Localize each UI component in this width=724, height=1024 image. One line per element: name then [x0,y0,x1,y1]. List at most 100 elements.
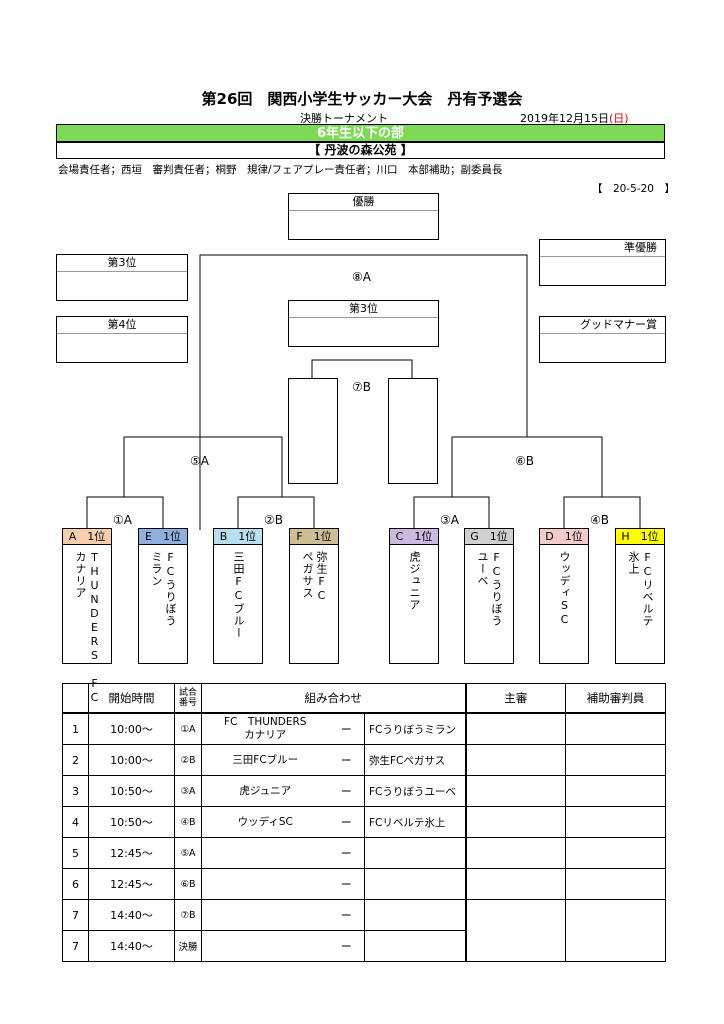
venue-banner: 【 丹波の森公苑 】 [56,142,665,159]
row-referee [464,837,567,869]
row-assistant [565,744,667,776]
fourth-label: 第4位 [57,317,187,334]
row-home: ウッディSC [201,806,329,838]
row-vs: ー [328,712,365,745]
champion-box: 優勝 [288,193,439,240]
team-seed: H 1位 [616,529,664,545]
row-referee [464,806,567,838]
row-vs: ー [328,899,365,931]
row-time: 14:40～ [88,930,175,962]
team-name: FCうりぼう ミラン [150,551,177,627]
row-home [201,837,329,869]
team-seed: G 1位 [465,529,513,545]
row-time: 10:00～ [88,744,175,776]
team-seed: C 1位 [390,529,438,545]
final-connector [199,254,528,530]
team-seed: A 1位 [63,529,111,545]
row-assistant [565,806,667,838]
bracket-lines [86,254,641,530]
good-manner-box: グッドマナー賞 [539,316,666,363]
third-match-label: ⑦B [352,380,371,394]
third-left-label: 第3位 [57,255,187,272]
qf3-connector [413,496,490,528]
row-vs: ー [328,744,365,776]
row-assistant [565,775,667,807]
row-time: 10:50～ [88,806,175,838]
table-header-row: 開始時間 試合 番号 組み合わせ 主審 補助審判員 [62,683,667,714]
third-center-label: 第3位 [289,301,438,318]
table-row: 7 14:40～ 決勝 ー [62,930,666,962]
third-place-box-center: 第3位 [288,300,439,347]
semi-left-label: ⑤A [190,454,209,468]
header-time: 開始時間 [88,683,175,714]
table-row: 1 10:00～ ①A FC THUNDERS カナリア ー FCうりぼうミラン [62,712,667,745]
row-no: 5 [62,837,89,869]
team-seed: B 1位 [214,529,262,545]
runner-up-label: 準優勝 [540,240,665,257]
staff-line: 会場責任者；西垣 審判責任者；桐野 規律/フェアプレー責任者；川口 本部補助；副… [58,164,503,176]
row-vs: ー [328,868,365,900]
team-name: THUNDERS FC カナリア [74,551,101,705]
row-time: 12:45～ [88,868,175,900]
row-home [201,868,329,900]
row-home [201,930,329,962]
semi-right-connector [451,436,603,497]
row-referee [464,868,567,900]
row-no: 3 [62,775,89,807]
table-row: 6 12:45～ ⑥B ー [62,868,667,900]
row-no: 7 [62,899,89,931]
subtitle: 決勝トーナメント [300,112,388,125]
header-no [62,683,89,714]
row-referee [464,712,567,745]
qf1-label: ①A [113,513,132,527]
team-name: FCうりぼう ユーベ [476,551,503,627]
third-slot-left [288,378,338,484]
row-home: 虎ジュニア [201,775,329,807]
third-connector [311,359,413,378]
row-referee [464,775,567,807]
header-assistant: 補助審判員 [565,683,667,714]
team-box: C 1位 虎ジュニア [389,528,439,664]
team-box: E 1位 FCうりぼう ミラン [138,528,188,664]
team-box: G 1位 FCうりぼう ユーベ [464,528,514,664]
team-name: ウッディSC [558,551,571,627]
row-game: ⑦B [174,899,202,931]
row-assistant [565,899,667,962]
team-box: H 1位 FCリベルテ 氷上 [615,528,665,664]
third-place-box-left: 第3位 [56,254,188,301]
team-box: F 1位 弥生FC ペガサス [289,528,339,664]
row-game: ①A [174,712,202,745]
row-time: 12:45～ [88,837,175,869]
row-referee [464,899,567,962]
team-name: 弥生FC ペガサス [301,551,328,603]
row-away [363,899,467,931]
table-row: 7 14:40～ ⑦B ー [62,899,667,962]
row-away [363,930,467,962]
row-time: 10:50～ [88,775,175,807]
row-game: ④B [174,806,202,838]
team-box: D 1位 ウッディSC [539,528,589,664]
team-name: FCリベルテ 氷上 [627,551,654,627]
event-date: 2019年12月15日(日) [520,110,629,126]
table-row: 2 10:00～ ②B 三田FCブルー ー 弥生FCペガサス [62,744,667,776]
good-manner-label: グッドマナー賞 [540,317,665,334]
row-away: FCリベルテ氷上 [363,806,467,838]
qf4-label: ④B [590,513,609,527]
row-referee [464,744,567,776]
row-time: 10:00～ [88,712,175,745]
row-game: ⑤A [174,837,202,869]
row-game: 決勝 [174,930,202,962]
division-banner: 6年生以下の部 [56,124,665,142]
row-vs: ー [328,806,365,838]
team-box: A 1位 THUNDERS FC カナリア [62,528,112,705]
row-game: ②B [174,744,202,776]
row-vs: ー [328,775,365,807]
champion-label: 優勝 [289,194,438,211]
row-no: 4 [62,806,89,838]
doc-code: 【 20-5-20 】 [592,183,675,195]
table-row: 5 12:45～ ⑤A ー [62,837,667,869]
runner-up-box: 準優勝 [539,239,666,286]
row-assistant [565,837,667,869]
row-no: 1 [62,712,89,745]
table-row: 3 10:50～ ③A 虎ジュニア ー FCうりぼうユーベ [62,775,667,807]
